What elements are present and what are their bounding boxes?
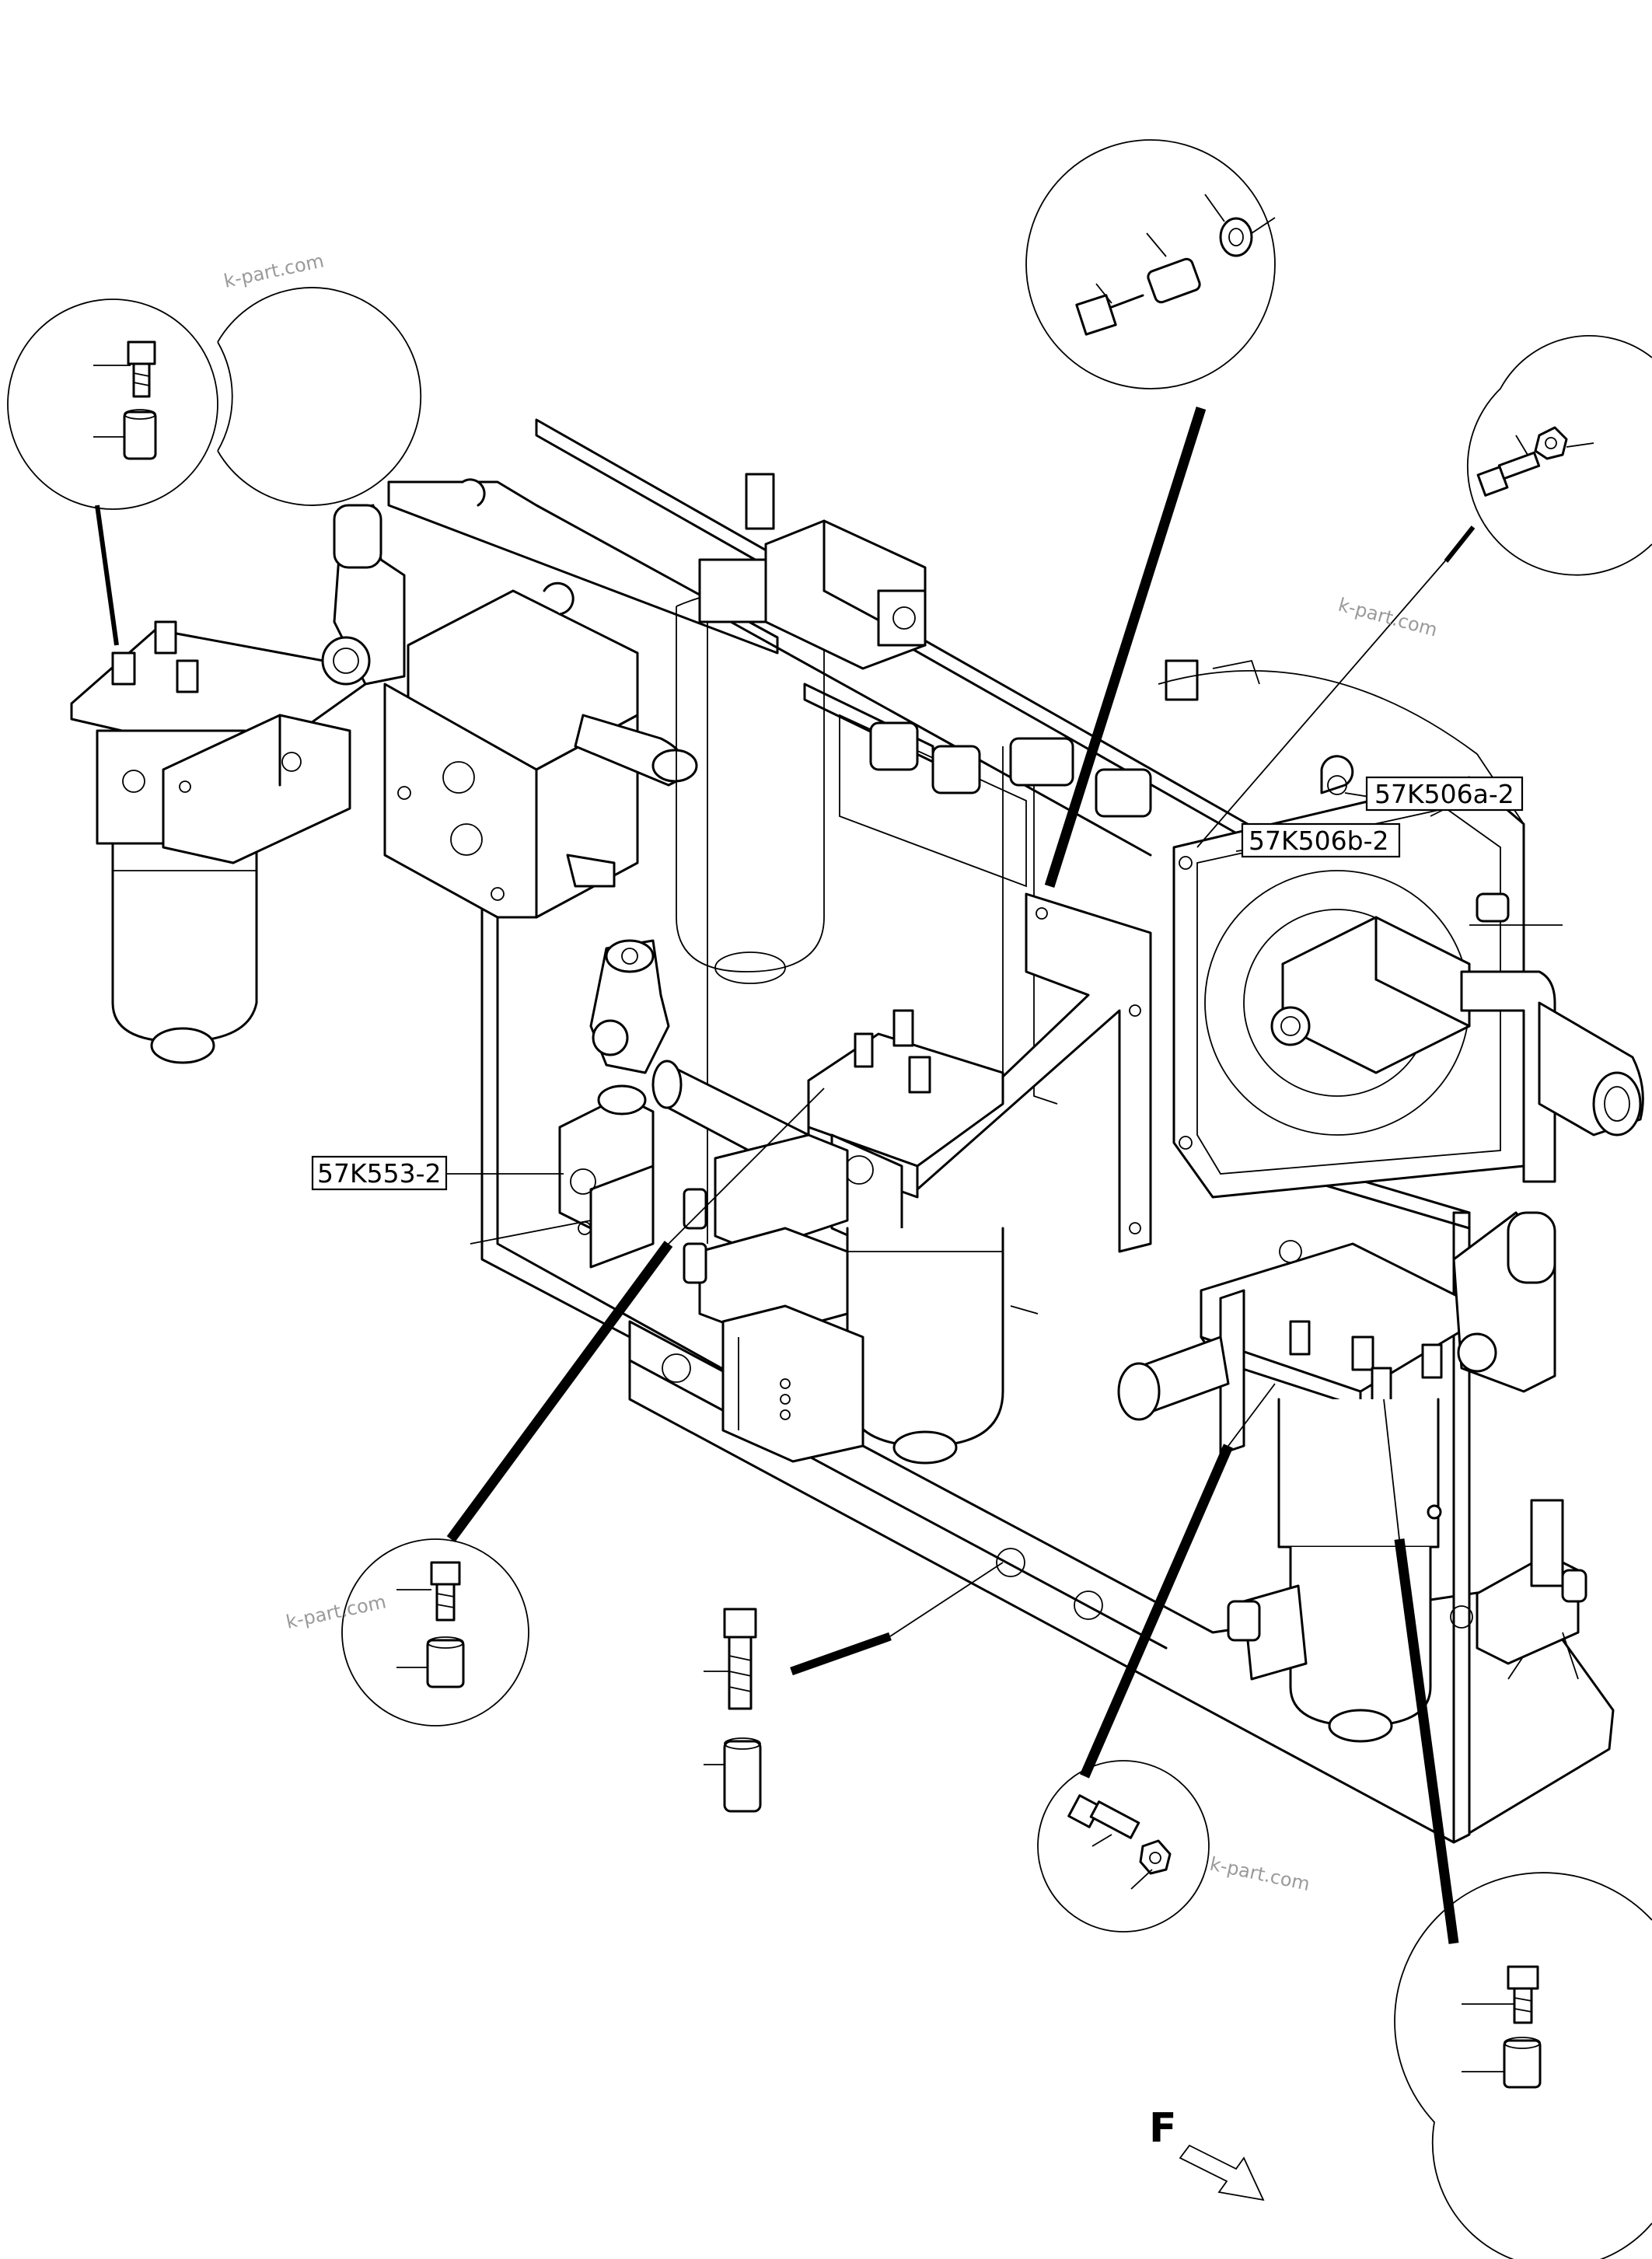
detail-circle-bolt-nut-top-right [1466,335,1652,576]
detail-circle-bolt-sleeve-washer [1025,139,1276,389]
watermark-1: k-part.com [222,250,326,292]
callout-57k506a-label: 57K506a-2 [1374,779,1514,809]
direction-label: F [1149,2105,1177,2152]
detail-circle-bolt-spacer-mid-left [341,1538,529,1727]
callout-57k506b-label: 57K506b-2 [1249,826,1388,856]
center-valve-block [383,478,698,919]
direction-indicator: F [1149,2105,1265,2201]
right-filter-assembly [1117,1211,1587,1743]
pump-casting [1158,659,1644,1183]
callout-57k506a: 57K506a-2 [1365,776,1524,812]
watermark-2: k-part.com [1336,594,1439,641]
elbow-fitting-small [589,939,670,1074]
loose-bolt-spacer [704,1608,762,1813]
detail-circle-bolt-spacer-bottom-right [1394,1872,1652,2259]
top-solenoid-valve [764,519,934,763]
detail-leaders [95,407,1476,1944]
callout-57k506b: 57K506b-2 [1241,822,1401,858]
callout-57k553: 57K553-2 [311,1155,448,1191]
manifold-fittings [839,659,1354,888]
left-filter-assembly [70,504,406,1064]
detail-circle-bolt-nut-bottom [1037,1760,1210,1933]
solenoid-valve-57k553 [558,1084,655,1269]
watermark-3: k-part.com [284,1590,388,1633]
direction-arrow-icon [1179,2144,1265,2201]
watermark-4: k-part.com [1208,1852,1312,1895]
detail-circle-bolt-spacer-top-left [7,287,422,510]
callout-57k553-label: 57K553-2 [317,1158,442,1189]
rear-filter-tank [676,473,825,984]
